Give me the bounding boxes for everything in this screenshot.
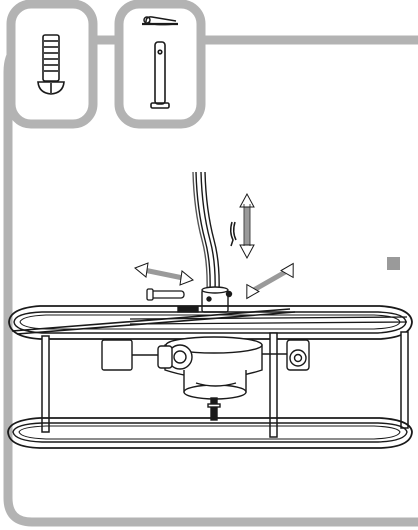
horizontal-double-arrow-icon xyxy=(134,262,194,286)
center-mount-block xyxy=(177,286,233,313)
cotter-pin-small-icon xyxy=(229,221,237,247)
frame-bottom-ring xyxy=(7,417,413,449)
frame-top-ring xyxy=(8,305,413,340)
part-box-pin xyxy=(114,0,206,129)
clevis-pin-insert xyxy=(146,288,185,301)
motor-assembly xyxy=(101,336,310,421)
part-box-screw xyxy=(6,0,98,129)
diagonal-double-arrow-icon xyxy=(246,262,294,300)
cotter-pin-icon xyxy=(142,16,178,26)
clevis-pin-icon xyxy=(150,41,170,109)
vertical-double-arrow-icon xyxy=(239,192,255,260)
screw-icon xyxy=(37,34,65,95)
power-wires xyxy=(192,171,220,293)
gray-marker xyxy=(387,257,400,270)
